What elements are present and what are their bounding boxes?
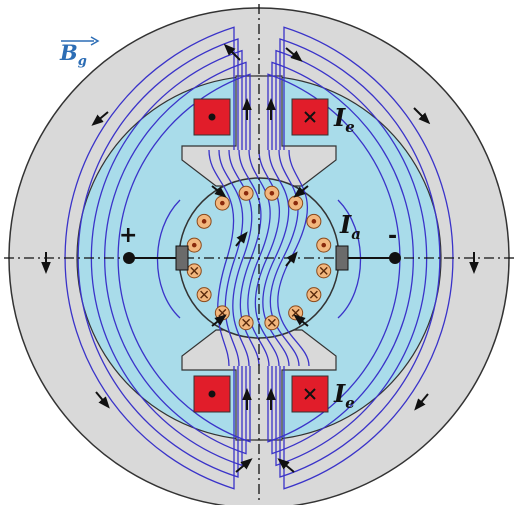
conductor-cross-icon [242,318,251,327]
rotor-conductors [186,185,332,331]
brush-left [175,245,189,271]
rotor-conductor [264,315,280,331]
conductor-dot-icon [293,200,298,206]
armature-current-label: Ia [340,210,361,243]
flux-arrow-icon [285,47,303,62]
field-direction-arrows [41,43,479,473]
rotor-conductor [186,237,202,253]
rotor-conductor [238,315,254,331]
excitation-current-label-bottom: Ie [334,379,355,412]
terminal-right [389,252,401,264]
flux-arrow-icon [211,185,227,198]
flux-arrow-icon [277,458,295,473]
field-coil-top-left [193,98,231,136]
field-coil-top-right [291,98,329,136]
brush-right [335,245,349,271]
flux-arrow-icon [414,393,429,411]
rotor-conductor [316,237,332,253]
conductor-dot-icon [321,242,327,248]
field-line-leakage-left [156,199,181,319]
conductor-cross-icon [190,266,199,275]
rotor-conductor [238,185,254,201]
flux-arrow-icon [293,314,309,327]
flux-arrow-icon [235,458,253,473]
field-line-core [228,149,253,367]
rotor-conductor [214,195,230,211]
rotor-conductor [288,305,304,321]
terminal-left [123,252,135,264]
field-coil-bottom-right [291,375,329,413]
rotor-conductor [186,263,202,279]
flux-arrow-icon [235,231,248,247]
flux-arrow-icon [211,314,227,327]
conductor-dot-icon [220,200,225,206]
coil-dot-icon [208,390,216,398]
conductor-dot-icon [311,219,317,224]
field-coil-bottom-left [193,375,231,413]
rotor-conductor [196,213,212,229]
rotor-conductor [288,195,304,211]
field-line-core [269,149,300,367]
rotor-conductor [306,287,322,303]
coil-cross-icon [304,388,316,400]
conductor-dot-icon [269,190,275,196]
flux-arrow-icon [223,43,241,61]
positive-terminal-label: + [119,223,138,248]
negative-terminal-label: - [388,224,398,249]
field-line-core [218,149,244,367]
conductor-dot-icon [191,242,197,248]
conductor-dot-icon [243,190,249,196]
conductor-dot-icon [201,219,207,224]
rotor-conductor [316,263,332,279]
field-line-core [262,149,290,367]
airgap-field-label: Bg [60,40,87,70]
flux-arrow-icon [293,185,309,198]
flux-arrow-icon [413,107,431,125]
flux-arrow-icon [91,111,109,126]
conductor-cross-icon [267,318,276,327]
flux-arrow-icon [285,251,298,267]
conductor-cross-icon [319,266,328,275]
conductor-cross-icon [200,290,209,299]
coil-dot-icon [208,113,216,121]
rotor-conductor [214,305,230,321]
field-line-leakage-right [337,199,362,319]
rotor-conductor [196,287,212,303]
coil-cross-icon [304,111,316,123]
rotor-conductor [306,213,322,229]
conductor-cross-icon [309,290,318,299]
flux-arrow-icon [95,391,110,409]
vector-arrow-icon [61,36,100,46]
rotor-conductor [264,185,280,201]
excitation-current-label-top: Ie [334,103,355,136]
